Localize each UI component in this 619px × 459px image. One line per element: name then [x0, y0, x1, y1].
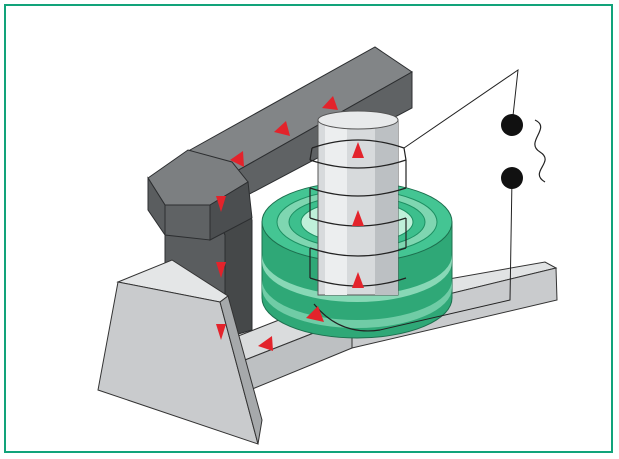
power-wires: [379, 68, 519, 331]
flux-arrow-icon: [322, 96, 338, 110]
flux-arrow-icon: [352, 272, 364, 288]
flux-arrow-icon: [216, 262, 226, 278]
flux-arrow-icon: [352, 210, 364, 226]
flux-arrow-icon: [230, 151, 244, 167]
center-column: [317, 110, 399, 296]
corner-block: [147, 149, 253, 241]
power-terminals: [501, 114, 546, 189]
flux-arrow-icon: [216, 324, 226, 340]
terminal-icon: [501, 167, 523, 189]
base-foot: [97, 259, 263, 445]
induction-coil: [309, 139, 407, 332]
flux-arrow-icon: [216, 196, 226, 212]
flux-arrow-icon: [258, 336, 273, 351]
flux-arrows: [216, 96, 364, 351]
ac-source-icon: [534, 119, 546, 183]
flux-arrow-icon: [274, 121, 290, 136]
flux-arrow-icon: [306, 306, 324, 322]
flux-arrow-icon: [352, 142, 364, 158]
terminal-icon: [501, 114, 523, 136]
